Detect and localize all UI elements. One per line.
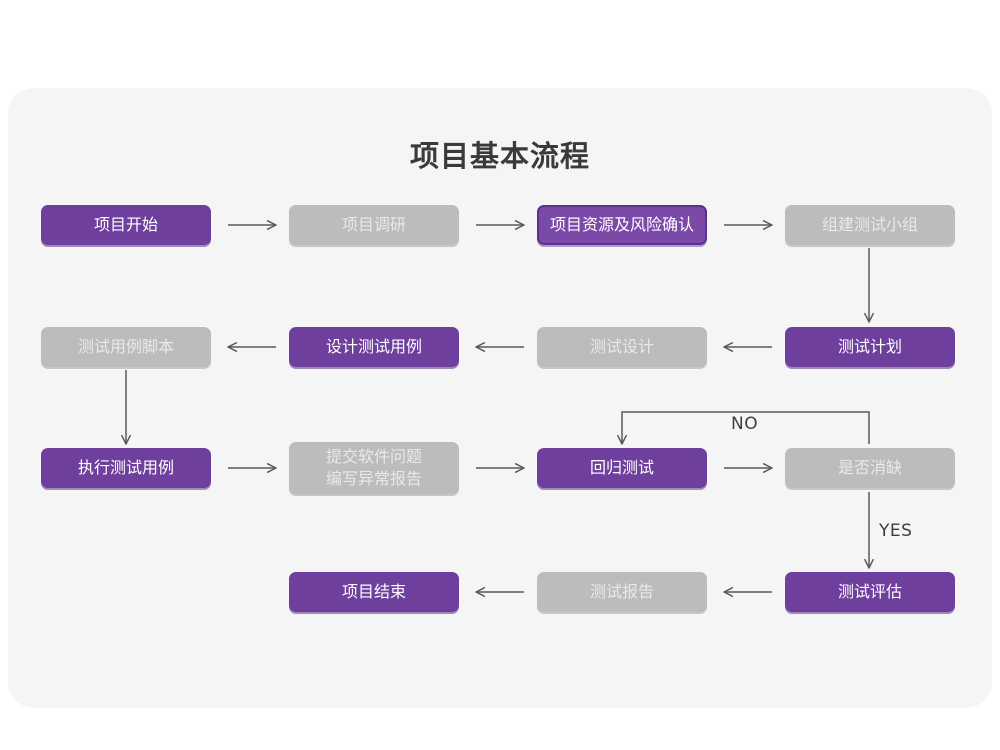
node-test-report[interactable]: 测试报告 bbox=[537, 572, 707, 612]
node-submit-issue-report[interactable]: 提交软件问题 编写异常报告 bbox=[289, 442, 459, 494]
node-project-end[interactable]: 项目结束 bbox=[289, 572, 459, 612]
node-regression-test[interactable]: 回归测试 bbox=[537, 448, 707, 488]
node-design-test-case[interactable]: 设计测试用例 bbox=[289, 327, 459, 367]
node-form-test-team[interactable]: 组建测试小组 bbox=[785, 205, 955, 245]
diagram-panel bbox=[8, 88, 992, 708]
node-defect-cleared[interactable]: 是否消缺 bbox=[785, 448, 955, 488]
node-test-case-script[interactable]: 测试用例脚本 bbox=[41, 327, 211, 367]
node-execute-test-case[interactable]: 执行测试用例 bbox=[41, 448, 211, 488]
node-test-evaluation[interactable]: 测试评估 bbox=[785, 572, 955, 612]
edge-label-no: NO bbox=[731, 414, 759, 434]
page-title: 项目基本流程 bbox=[409, 139, 590, 173]
node-test-design[interactable]: 测试设计 bbox=[537, 327, 707, 367]
node-project-research[interactable]: 项目调研 bbox=[289, 205, 459, 245]
edge-label-yes: YES bbox=[879, 521, 913, 541]
node-test-plan[interactable]: 测试计划 bbox=[785, 327, 955, 367]
node-resource-risk-confirm[interactable]: 项目资源及风险确认 bbox=[537, 205, 707, 245]
node-project-start[interactable]: 项目开始 bbox=[41, 205, 211, 245]
